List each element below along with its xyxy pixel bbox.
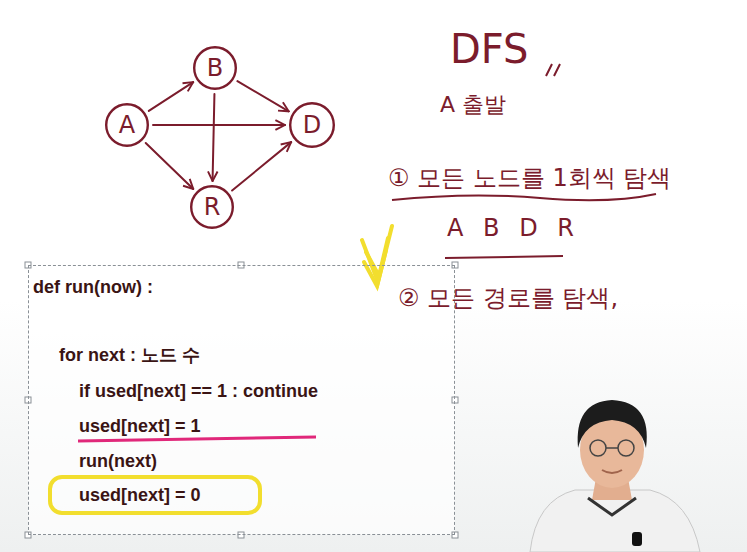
- handwritten-note: A B D R: [447, 214, 580, 242]
- check-mark: [364, 250, 386, 286]
- node-letter: B: [207, 56, 223, 80]
- presenter-hair: [578, 400, 647, 448]
- graph-node: B: [193, 46, 237, 90]
- code-box-ground: [28, 265, 455, 535]
- graph-arrow: [213, 94, 215, 181]
- circle-stroke: [194, 47, 236, 89]
- handwritten-note: ① 모든 노드를 1회씩 탐색: [388, 162, 671, 194]
- slash-marks: [546, 64, 560, 76]
- presenter-figure: [530, 400, 700, 552]
- presenter-glasses: [618, 440, 634, 456]
- node-letter: R: [204, 195, 221, 219]
- graph-arrow: [146, 143, 194, 189]
- circle-stroke: [106, 104, 148, 146]
- code-line: used[next] = 1: [79, 415, 201, 437]
- connector-layer: [146, 81, 291, 190]
- node-letter: D: [303, 113, 321, 137]
- circle-stroke: [191, 186, 233, 228]
- graph-arrow: [237, 81, 288, 111]
- graph-node: D: [289, 102, 335, 148]
- selection-handle: [238, 532, 244, 538]
- code-box: def run(now) : for next : 노드 수 if used[nex…: [28, 265, 455, 535]
- yellow-highlight-loop: [50, 477, 260, 513]
- code-line: for next : 노드 수: [59, 344, 200, 366]
- check-mark: [362, 226, 392, 282]
- handwritten-note: ② 모든 경로를 탐색,: [398, 282, 618, 314]
- selection-handle: [452, 397, 458, 403]
- pink-underline: [78, 437, 316, 441]
- underline: [445, 256, 563, 258]
- handwritten-note: A 출발: [440, 90, 506, 120]
- graph-arrow: [232, 142, 291, 190]
- graph-node: R: [190, 185, 234, 229]
- presenter-collar: [588, 498, 636, 515]
- presenter-glasses-bridge: [606, 447, 618, 449]
- wavy-underline: [392, 194, 656, 200]
- node-letter: A: [119, 113, 135, 137]
- circle-stroke: [290, 103, 334, 147]
- code-line: def run(now) :: [33, 276, 153, 298]
- graph-arrow: [149, 82, 193, 111]
- graph-node: A: [105, 103, 149, 147]
- graph-arrow: [153, 124, 285, 126]
- selection-handle: [452, 532, 458, 538]
- presenter-mouth: [602, 470, 622, 473]
- selection-handles: [25, 262, 458, 538]
- check-marks: [362, 226, 392, 286]
- code-line: run(next): [79, 450, 157, 472]
- microphone: [632, 532, 642, 546]
- code-line: used[next] = 0: [79, 484, 201, 506]
- handwritten-note: DFS: [450, 26, 529, 72]
- presenter-glasses: [590, 440, 606, 456]
- code-line: if used[next] == 1 : continue: [79, 380, 318, 402]
